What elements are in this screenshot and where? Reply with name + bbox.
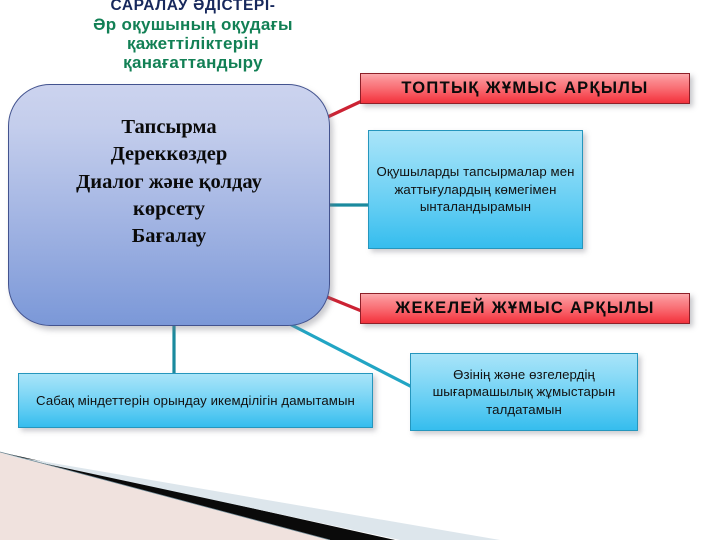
banner-individual-work: ЖЕКЕЛЕЙ ЖҰМЫС АРҚЫЛЫ <box>360 293 690 324</box>
connector-to-analyze-box <box>276 316 416 392</box>
central-node-line-4: көрсету <box>133 197 205 220</box>
central-node-line-3: Диалог және қолдау <box>76 170 262 193</box>
detail-box-motivate: Оқушыларды тапсырмалар мен жаттығулардың… <box>368 130 583 249</box>
detail-box-skills: Сабақ міндеттерін орындау икемділігін да… <box>18 373 373 428</box>
title-subheading-line-3: қанағаттандыру <box>123 53 263 73</box>
detail-box-analyze: Өзінің және өзгелердің шығармашылық жұмы… <box>410 353 638 431</box>
banner-group-work-label: ТОПТЫҚ ЖҰМЫС АРҚЫЛЫ <box>401 79 649 97</box>
title-subheading-line-2: қажеттіліктерін <box>126 34 260 54</box>
central-node: Тапсырма Дереккөздер Диалог және қолдау … <box>8 84 330 326</box>
central-node-line-2: Дереккөздер <box>110 143 228 166</box>
detail-box-motivate-text: Оқушыларды тапсырмалар мен жаттығулардың… <box>376 164 575 215</box>
central-node-text: Тапсырма Дереккөздер Диалог және қолдау … <box>9 114 329 250</box>
banner-individual-work-label: ЖЕКЕЛЕЙ ЖҰМЫС АРҚЫЛЫ <box>395 299 655 317</box>
central-node-line-1: Тапсырма <box>121 116 217 138</box>
decorative-diagonal-bands <box>0 451 500 540</box>
central-node-line-5: Бағалау <box>131 225 207 247</box>
title-subheading-line-1: Әр оқушының оқудағы <box>93 14 293 34</box>
banner-group-work: ТОПТЫҚ ЖҰМЫС АРҚЫЛЫ <box>360 73 690 104</box>
detail-box-analyze-text: Өзінің және өзгелердің шығармашылық жұмы… <box>432 366 616 417</box>
connector-to-skills-box <box>170 320 178 378</box>
detail-box-skills-text: Сабақ міндеттерін орындау икемділігін да… <box>36 392 355 408</box>
slide-title: САРАЛАУ ӘДІСТЕРІ- Әр оқушының оқудағы қа… <box>38 0 348 73</box>
title-heading: САРАЛАУ ӘДІСТЕРІ- <box>110 0 276 14</box>
